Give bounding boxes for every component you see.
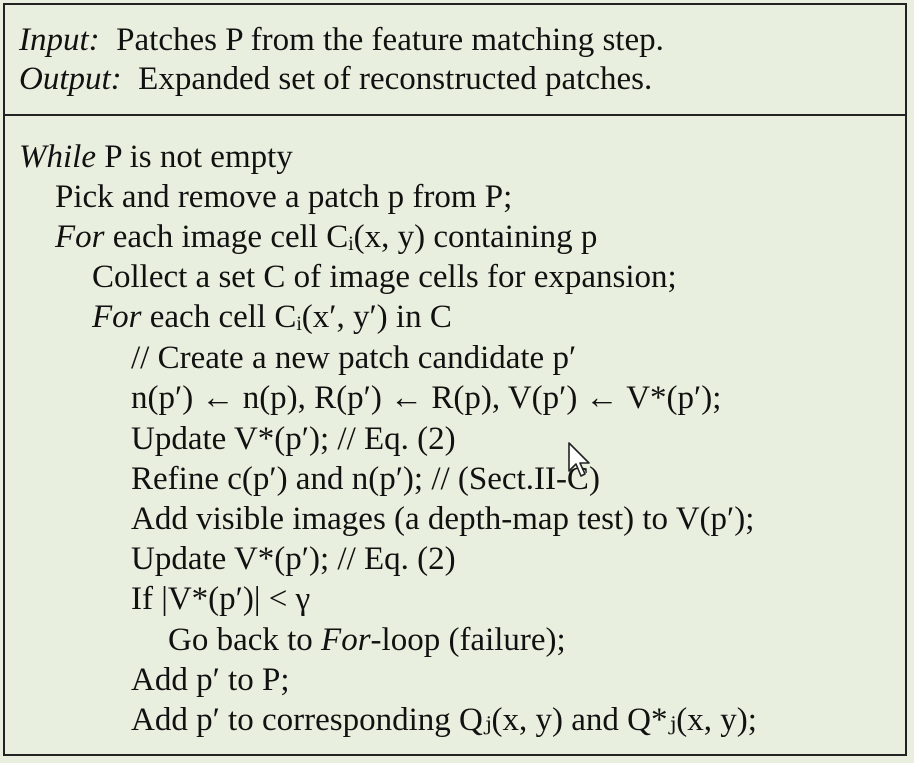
go-back-post: -loop (failure); [370,622,566,658]
for-keyword-inner: For [92,299,142,335]
input-text: Patches P from the feature matching step… [116,22,664,58]
update-line-1: Update V*(p′); // Eq. (2) [131,421,456,457]
comment-line: // Create a new patch candidate p′ [131,340,577,376]
go-back-line: Go back to For-loop (failure); [168,620,566,660]
for-keyword-goback: For [321,622,371,658]
while-keyword: While [19,139,96,175]
while-condition: P is not empty [95,139,293,175]
output-line: Output: Expanded set of reconstructed pa… [19,59,652,99]
input-label: Input: [19,22,100,58]
header-divider [5,114,905,116]
for-keyword: For [55,219,105,255]
for-cell-line: For each image cell Cᵢ(x, y) containing … [55,217,597,257]
input-line: Input: Patches P from the feature matchi… [19,20,664,60]
go-back-pre: Go back to [168,622,322,658]
if-line: If |V*(p′)| < γ [131,581,311,617]
pick-line: Pick and remove a patch p from P; [55,179,513,215]
for-each-cell-condition: each cell Cᵢ(x′, y′) in C [141,299,452,335]
for-each-cell-line: For each cell Cᵢ(x′, y′) in C [92,297,452,337]
add-to-q-line: Add p′ to corresponding Qⱼ(x, y) and Q*ⱼ… [131,702,757,738]
assign-line: n(p′) ← n(p), R(p′) ← R(p), V(p′) ← V*(p… [131,380,722,416]
while-line: While P is not empty [19,137,293,177]
add-to-p-line: Add p′ to P; [131,662,290,698]
update-line-2: Update V*(p′); // Eq. (2) [131,541,456,577]
collect-line: Collect a set C of image cells for expan… [92,259,677,295]
algorithm-header: Input: Patches P from the feature matchi… [5,5,905,114]
for-cell-condition: each image cell Cᵢ(x, y) containing p [104,219,598,255]
output-text: Expanded set of reconstructed patches. [138,61,653,97]
algorithm-box: Input: Patches P from the feature matchi… [3,3,907,756]
output-label: Output: [19,61,122,97]
refine-line: Refine c(p′) and n(p′); // (Sect.II-C) [131,461,600,497]
mouse-pointer-icon [567,441,591,479]
add-visible-line: Add visible images (a depth-map test) to… [131,501,755,537]
